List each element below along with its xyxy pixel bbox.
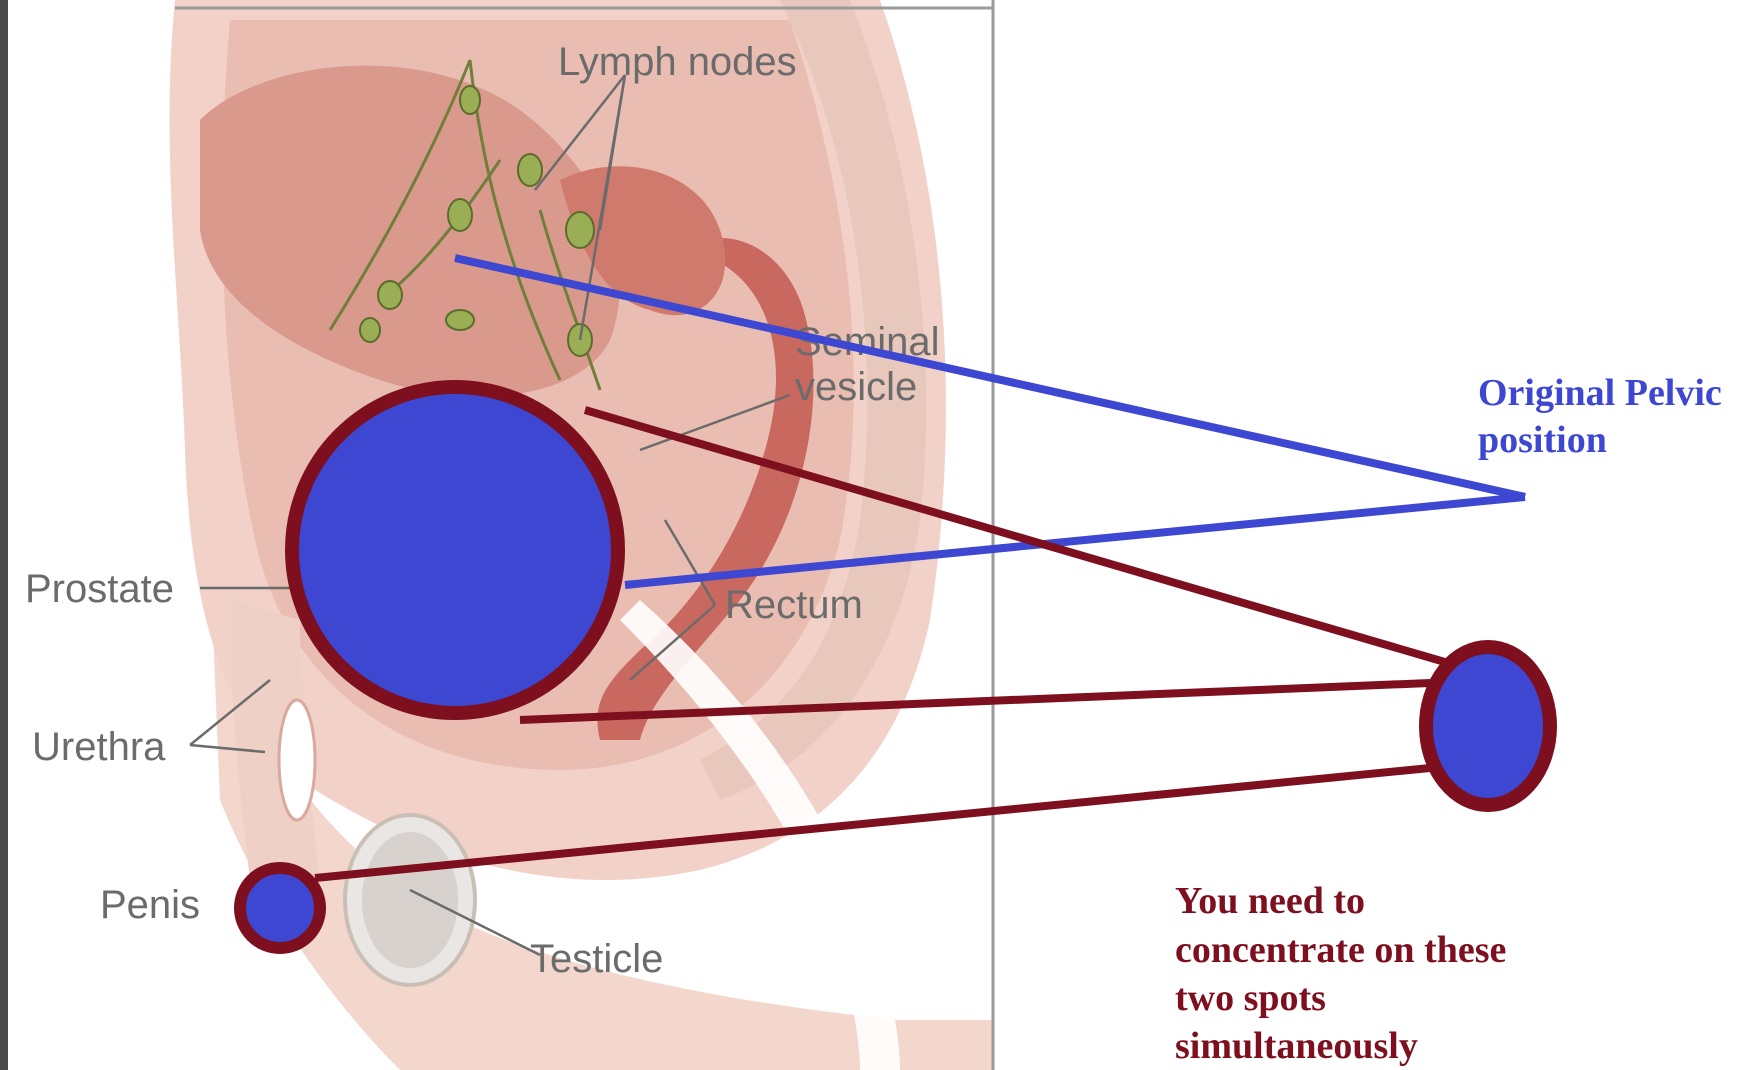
- penis-focus-spot: [240, 868, 320, 948]
- label-rectum: Rectum: [725, 583, 863, 627]
- label-penis: Penis: [100, 883, 200, 927]
- annotation-focus-line1: You need to: [1175, 880, 1365, 922]
- label-prostate: Prostate: [25, 567, 174, 611]
- annotation-pelvic-line1: Original Pelvic: [1478, 372, 1722, 414]
- annotation-focus-line3: two spots: [1175, 977, 1326, 1019]
- annotation-focus-line2: concentrate on these: [1175, 929, 1506, 971]
- annotation-focus-line4: simultaneously: [1175, 1025, 1418, 1067]
- label-urethra: Urethra: [32, 725, 166, 769]
- remote-focus-spot: [1426, 647, 1550, 805]
- prostate-focus-spot: [292, 387, 618, 713]
- annotation-pelvic-line2: position: [1478, 419, 1607, 461]
- label-testicle: Testicle: [530, 937, 663, 981]
- urethra-channel: [279, 700, 315, 820]
- label-vesicle: vesicle: [795, 365, 917, 409]
- label-lymph-nodes: Lymph nodes: [558, 40, 797, 84]
- left-edge-shadow: [0, 0, 8, 1070]
- testicle-inner: [362, 832, 458, 968]
